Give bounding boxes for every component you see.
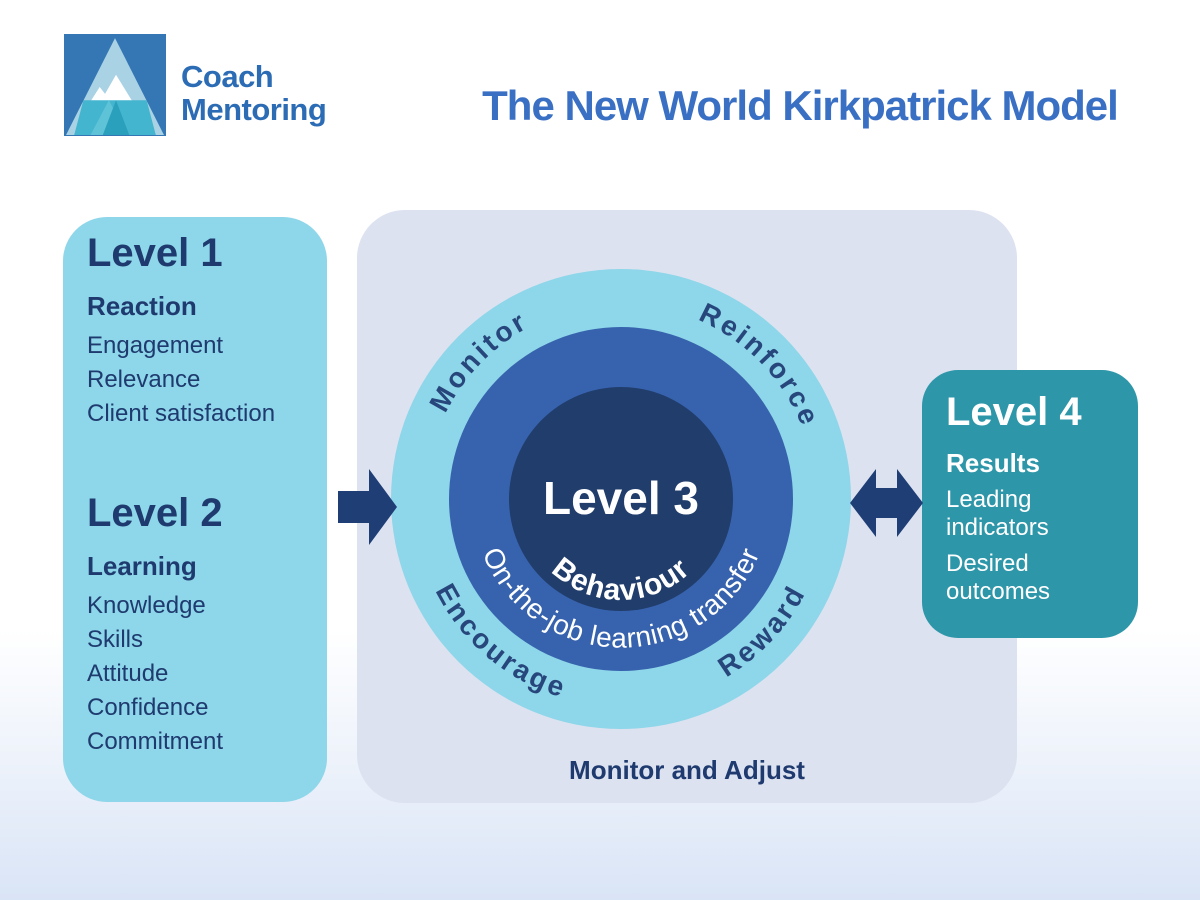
level1-heading: Level 1 <box>87 231 223 275</box>
level2-item: Skills <box>87 626 144 653</box>
diagram-panel <box>357 210 1017 803</box>
level4-heading: Level 4 <box>946 390 1082 434</box>
level4-item: Leading indicators <box>946 486 1049 541</box>
level2-label: Learning <box>87 551 197 581</box>
level2-item: Confidence <box>87 694 209 721</box>
level4-label: Results <box>946 448 1040 478</box>
level2-block: Level 2 Learning Knowledge Skills Attitu… <box>87 491 327 759</box>
level2-item: Knowledge <box>87 592 206 619</box>
level4-box: Level 4 Results Leading indicators Desir… <box>922 370 1138 638</box>
brand-name: Coach Mentoring <box>181 59 327 127</box>
monitor-and-adjust-note: Monitor and Adjust <box>569 755 805 785</box>
level1-block: Level 1 Reaction Engagement Relevance Cl… <box>87 231 327 431</box>
level2-item: Attitude <box>87 660 169 687</box>
level1-item: Engagement <box>87 332 224 359</box>
level2-item: Commitment <box>87 728 224 755</box>
level4-item: Desired outcomes <box>946 550 1051 605</box>
page-title: The New World Kirkpatrick Model <box>482 82 1119 129</box>
coach-mentoring-logo-icon <box>64 34 166 136</box>
level1-items: Engagement Relevance Client satisfaction <box>87 329 327 431</box>
brand-line2: Mentoring <box>181 92 327 127</box>
level1-label: Reaction <box>87 291 197 321</box>
level2-heading: Level 2 <box>87 491 223 535</box>
level1-item: Relevance <box>87 366 201 393</box>
level1-level2-box: Level 1 Reaction Engagement Relevance Cl… <box>63 217 327 802</box>
level1-item: Client satisfaction <box>87 400 276 427</box>
brand-line1: Coach <box>181 59 274 94</box>
level2-items: Knowledge Skills Attitude Confidence Com… <box>87 589 327 759</box>
